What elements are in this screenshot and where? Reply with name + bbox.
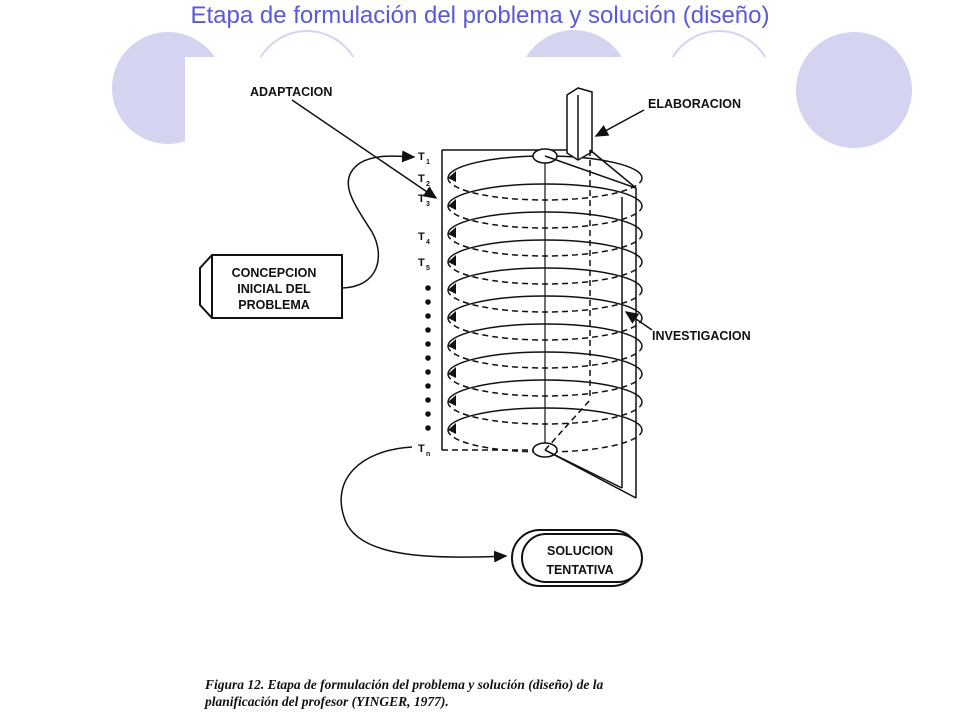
concepcion-to-t1-arrow <box>339 150 416 289</box>
svg-text:2: 2 <box>426 181 430 188</box>
tn-to-solucion-arrow <box>340 446 508 563</box>
elaboracion-arrow <box>594 109 645 137</box>
svg-text:5: 5 <box>426 265 430 272</box>
solucion-line-1: SOLUCION <box>547 544 613 558</box>
caption-line-1: Figura 12. Etapa de formulación del prob… <box>205 677 604 692</box>
spiral-arrowheads <box>448 171 456 434</box>
elaboracion-plank <box>566 87 593 161</box>
time-label-t3: T <box>418 193 425 205</box>
time-label-tn: T <box>418 443 425 455</box>
decor-circle-5 <box>796 32 912 148</box>
time-label-t4: T <box>418 231 425 243</box>
concepcion-line-2: INICIAL DEL <box>237 282 311 296</box>
concepcion-box <box>199 254 343 319</box>
svg-text:3: 3 <box>426 201 430 208</box>
concepcion-line-1: CONCEPCION <box>232 266 317 280</box>
investigacion-plank <box>544 149 637 499</box>
scanned-figure <box>185 57 780 720</box>
svg-text:4: 4 <box>426 239 430 246</box>
time-label-t1: T <box>418 151 425 163</box>
figure-caption: Figura 12. Etapa de formulación del prob… <box>205 676 775 710</box>
adaptacion-arrow <box>291 99 438 199</box>
time-label-t5: T <box>418 257 425 269</box>
concepcion-line-3: PROBLEMA <box>238 298 310 312</box>
investigacion-label: INVESTIGACION <box>652 329 751 343</box>
solucion-box <box>511 529 643 587</box>
elaboracion-label: ELABORACION <box>648 97 741 111</box>
slide-title: Etapa de formulación del problema y solu… <box>190 2 770 29</box>
time-dots <box>425 285 431 431</box>
caption-line-2: planificación del profesor (YINGER, 1977… <box>205 694 449 709</box>
time-label-t2: T <box>418 173 425 185</box>
adaptacion-label: ADAPTACION <box>250 85 332 99</box>
investigacion-arrow <box>624 311 653 331</box>
time-labels: T 1 T 2 T 3 T 4 T 5 T n <box>418 151 430 458</box>
svg-text:1: 1 <box>426 159 430 166</box>
solucion-line-2: TENTATIVA <box>546 563 613 577</box>
svg-text:n: n <box>426 451 430 458</box>
